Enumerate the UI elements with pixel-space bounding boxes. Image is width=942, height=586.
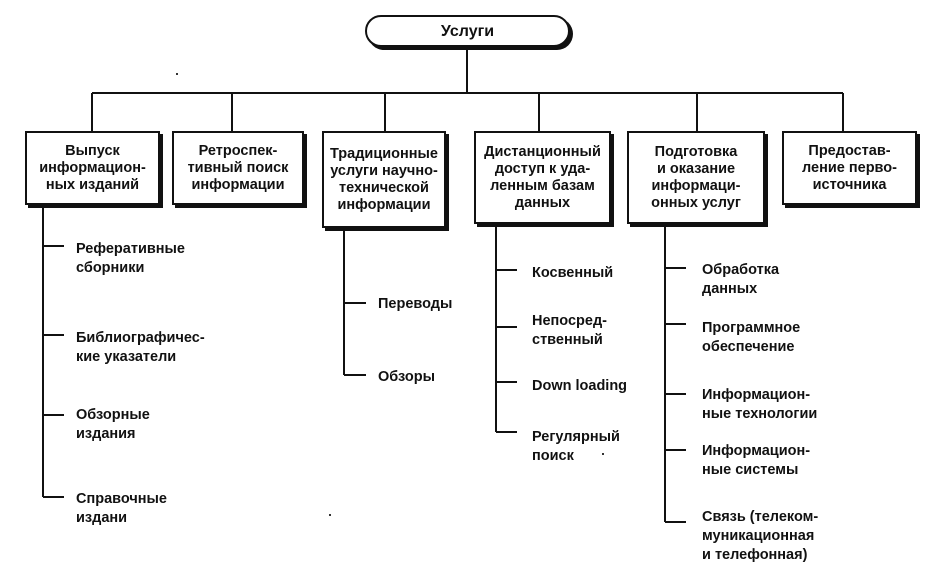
- category-box-3: Традиционные услуги научно- технической …: [322, 131, 446, 228]
- leaf-item: Регулярный поиск: [532, 429, 620, 464]
- scan-speck: [176, 73, 178, 75]
- leaf-item: Обзоры: [378, 369, 435, 385]
- leaf-item: Непосред- ственный: [532, 313, 607, 348]
- leaf-item: Информацион- ные технологии: [702, 387, 818, 422]
- leaf-item: Связь (телеком- муникационная и телефонн…: [702, 509, 819, 563]
- leaf-item: Переводы: [378, 296, 453, 312]
- leaf-item: Информацион- ные системы: [702, 443, 811, 478]
- leaf-item: Реферативные сборники: [76, 241, 185, 276]
- category-box-6: Предостав- ление перво- источника: [782, 131, 917, 205]
- scan-speck: [602, 453, 604, 455]
- root-node: Услуги: [365, 15, 570, 47]
- leaf-item: Программное обеспечение: [702, 320, 801, 355]
- category-box-4: Дистанционный доступ к уда- ленным базам…: [474, 131, 611, 224]
- scan-speck: [329, 514, 331, 516]
- leaf-item: Косвенный: [532, 265, 614, 281]
- category-box-2: Ретроспек- тивный поиск информации: [172, 131, 304, 205]
- leaf-item: Обзорные издания: [76, 407, 150, 442]
- leaf-item: Библиографичес- кие указатели: [76, 330, 205, 365]
- leaf-item: Обработка данных: [702, 262, 780, 297]
- leaf-item: Справочные издани: [76, 491, 167, 526]
- category-box-1: Выпуск информацион- ных изданий: [25, 131, 160, 205]
- category-box-5: Подготовка и оказание информаци- онных у…: [627, 131, 765, 224]
- leaf-item: Down loading: [532, 378, 628, 394]
